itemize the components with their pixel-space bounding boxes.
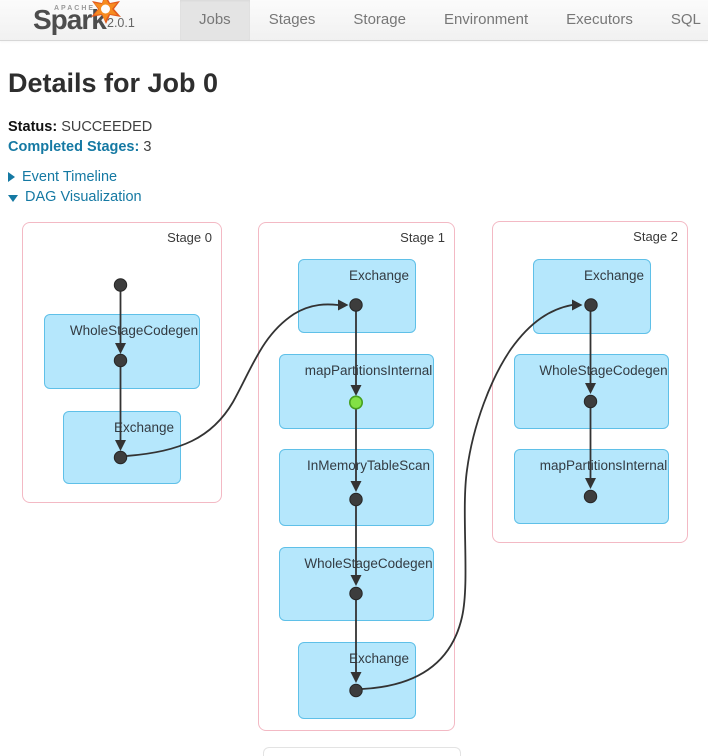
page-title: Details for Job 0 — [8, 68, 219, 98]
op-stage1-exchange-bottom[interactable]: Exchange — [298, 642, 416, 719]
job-status-row: Status: SUCCEEDED — [8, 119, 152, 135]
op-stage1-wholestagecodegen[interactable]: WholeStageCodegen — [279, 547, 434, 621]
tab-storage[interactable]: Storage — [353, 11, 406, 28]
completed-stages-label: Completed Stages: — [8, 139, 140, 155]
triangle-right-collapsed-icon — [8, 172, 15, 182]
op-stage0-exchange[interactable]: Exchange — [63, 411, 181, 484]
stage-cluster-1[interactable]: Stage 1 Exchange mapPartitionsInternal I… — [258, 222, 455, 731]
stage-2-label: Stage 2 — [633, 229, 678, 244]
next-section-edge-hint — [263, 747, 461, 756]
stage-0-label: Stage 0 — [167, 230, 212, 245]
event-timeline-toggle[interactable]: Event Timeline — [8, 169, 117, 185]
navbar-tabs: Jobs Stages Storage Environment Executor… — [180, 0, 708, 40]
apache-label: APACHE — [54, 5, 96, 12]
spark-wordmark: Spark — [33, 4, 107, 35]
tab-environment[interactable]: Environment — [443, 11, 529, 28]
completed-stages-value: 3 — [143, 139, 152, 155]
stage-cluster-0[interactable]: Stage 0 WholeStageCodegen Exchange — [22, 222, 222, 503]
op-stage2-mappartitionsinternal[interactable]: mapPartitionsInternal — [514, 449, 669, 524]
orange-starburst-icon — [86, 0, 124, 25]
triangle-down-expanded-icon — [8, 194, 18, 202]
dag-visualization-toggle[interactable]: DAG Visualization — [8, 189, 142, 205]
op-stage0-wholestagecodegen[interactable]: WholeStageCodegen — [44, 314, 200, 389]
completed-stages-row: Completed Stages: 3 — [8, 139, 151, 155]
op-stage1-exchange-top[interactable]: Exchange — [298, 259, 416, 333]
stage-1-label: Stage 1 — [400, 230, 445, 245]
status-value: SUCCEEDED — [61, 119, 153, 135]
op-stage1-mappartitionsinternal[interactable]: mapPartitionsInternal — [279, 354, 434, 429]
tab-executors[interactable]: Executors — [566, 11, 633, 28]
stage-cluster-2[interactable]: Stage 2 Exchange WholeStageCodegen mapPa… — [492, 221, 688, 543]
op-stage2-exchange[interactable]: Exchange — [533, 259, 651, 334]
status-label: Status: — [8, 119, 58, 135]
op-stage2-wholestagecodegen[interactable]: WholeStageCodegen — [514, 354, 669, 429]
spark-logo[interactable]: APACHE Spark 2.0.1 — [10, 0, 180, 40]
tab-sql[interactable]: SQL — [670, 11, 701, 28]
spark-version: 2.0.1 — [107, 16, 135, 30]
tab-jobs[interactable]: Jobs — [180, 0, 250, 40]
op-stage1-inmemorytablescan[interactable]: InMemoryTableScan — [279, 449, 434, 526]
event-timeline-label: Event Timeline — [22, 169, 118, 185]
tab-stages[interactable]: Stages — [268, 11, 316, 28]
dag-visualization-label: DAG Visualization — [25, 189, 142, 205]
top-navbar: APACHE Spark 2.0.1 Jobs Stages Storage E… — [0, 0, 708, 41]
